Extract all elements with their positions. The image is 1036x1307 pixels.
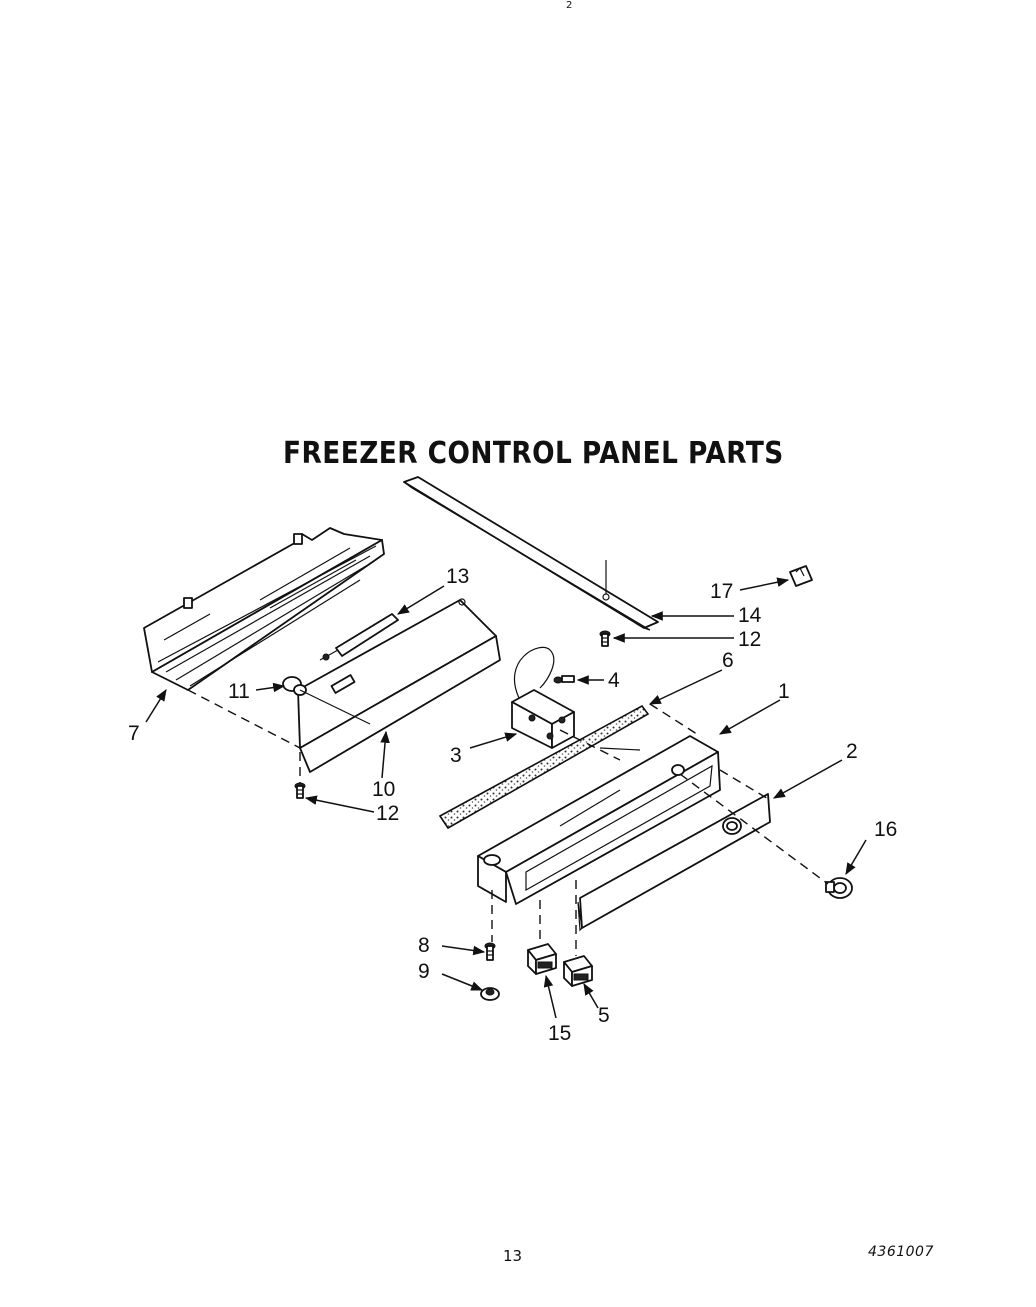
part-14-bracket [403,476,659,631]
callout-1: 1 [778,680,790,703]
callout-9: 9 [418,960,430,983]
callout-10: 10 [372,778,395,801]
part-8-screw [484,942,496,961]
callout-11: 11 [228,680,250,703]
callout-labels: 1 2 3 4 5 6 7 8 9 10 11 12 12 13 14 15 1… [128,565,897,1045]
part-1-housing [477,735,721,905]
part-12-screw-upper [599,630,611,647]
assembly-lines [187,689,829,956]
part-13-sensor [319,613,399,661]
part-17-clip [789,565,813,587]
callout-7: 7 [128,722,140,745]
callout-17: 17 [710,580,733,603]
part-2-nameplate [577,793,771,932]
callout-14: 14 [738,604,762,627]
part-5-switch [563,955,593,987]
page-number: 13 [503,1247,523,1265]
callout-13: 13 [446,565,469,588]
callout-15: 15 [548,1022,571,1045]
callout-12-upper: 12 [738,628,761,651]
part-9-washer [480,987,500,1001]
leader-lines [145,577,867,1019]
callout-6: 6 [722,649,734,672]
page-title: FREEZER CONTROL PANEL PARTS [283,436,784,471]
part-3-thermostat [511,646,575,749]
callout-5: 5 [598,1004,610,1027]
top-mark: 2 [566,0,573,11]
document-code: 4361007 [868,1244,934,1260]
callout-8: 8 [418,934,430,957]
part-6-foam-strip [438,704,650,830]
part-10-plate [294,598,501,773]
callout-3: 3 [450,744,462,767]
callout-12-lower: 12 [376,802,399,825]
callout-4: 4 [608,669,620,692]
part-12-screw-lower [294,782,306,799]
part-15-switch [527,943,557,975]
part-7-tray [143,527,385,691]
part-16-knob [825,877,853,899]
part-4-screw [553,675,575,684]
callout-16: 16 [874,818,897,841]
part-11-clip [282,676,371,725]
callout-2: 2 [846,740,858,763]
